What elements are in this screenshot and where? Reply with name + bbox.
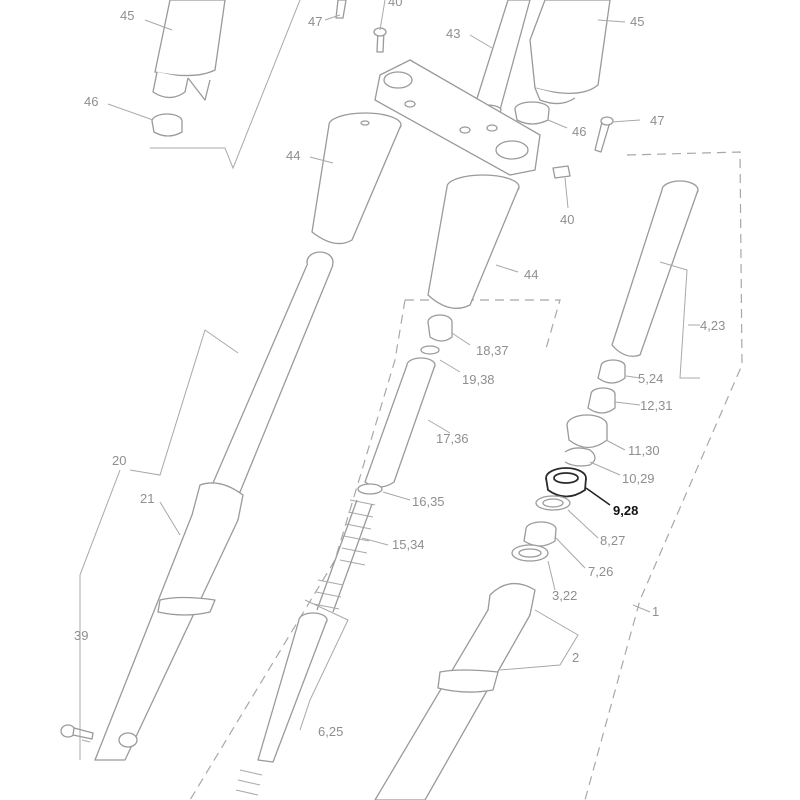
part-17-36-spacer[interactable]: [364, 357, 436, 488]
part-46-collar-right[interactable]: [514, 101, 550, 125]
label-10-29: 10,29: [622, 471, 655, 486]
part-9-28-oil-seal[interactable]: [545, 467, 587, 498]
label-39: 39: [74, 628, 88, 643]
label-6-25: 6,25: [318, 724, 343, 739]
label-15-34: 15,34: [392, 537, 425, 552]
part-45-right[interactable]: [529, 0, 611, 105]
label-20: 20: [112, 453, 126, 468]
part-21-outer-tube[interactable]: [94, 482, 244, 761]
label-46-left: 46: [84, 94, 98, 109]
label-47-right: 47: [650, 113, 664, 128]
label-16-35: 16,35: [412, 494, 445, 509]
part-43-steering-stem[interactable]: [472, 0, 531, 116]
part-4-23-inner-tube[interactable]: [611, 180, 699, 357]
part-11-30-dust-seal[interactable]: [566, 414, 608, 449]
label-45-right: 45: [630, 14, 644, 29]
part-7-26-slide-metal[interactable]: [523, 521, 557, 547]
label-19-38: 19,38: [462, 372, 495, 387]
label-11-30: 11,30: [628, 443, 660, 458]
part-3-22-collar[interactable]: [511, 544, 549, 562]
label-5-24: 5,24: [638, 371, 663, 386]
part-2-outer-tube[interactable]: [374, 583, 536, 800]
assembly-frame-outer: [584, 151, 743, 800]
part-15-34-spring[interactable]: [313, 499, 376, 613]
part-44-cover-left[interactable]: [311, 112, 402, 245]
label-46-right: 46: [572, 124, 586, 139]
part-20-inner-tube[interactable]: [209, 251, 334, 493]
part-45-left[interactable]: [152, 0, 226, 101]
part-47-bolt-right[interactable]: [594, 116, 614, 153]
assembly-frame-left: [189, 299, 406, 800]
part-46-collar-left[interactable]: [151, 113, 183, 137]
label-44-right: 44: [524, 267, 538, 282]
part-44-cover-right[interactable]: [427, 174, 520, 309]
label-43: 43: [446, 26, 460, 41]
label-47-left: 47: [308, 14, 322, 29]
part-47-bolt-left[interactable]: [335, 0, 347, 19]
label-17-36: 17,36: [436, 431, 469, 446]
part-8-27-washer[interactable]: [535, 495, 571, 511]
label-3-22: 3,22: [552, 588, 577, 603]
label-2: 2: [572, 650, 579, 665]
part-10-29-clip[interactable]: [564, 447, 596, 467]
part-18-37-cap-bolt[interactable]: [427, 314, 453, 342]
part-12-31-slide-metal[interactable]: [587, 387, 616, 414]
label-18-37: 18,37: [476, 343, 509, 358]
part-19-38-o-ring[interactable]: [420, 345, 440, 355]
label-45-left: 45: [120, 8, 134, 23]
part-16-35-washer[interactable]: [357, 483, 383, 495]
label-40-bottom: 40: [560, 212, 574, 227]
label-1: 1: [652, 604, 659, 619]
part-39-bolt[interactable]: [60, 724, 94, 740]
label-12-31: 12,31: [640, 398, 673, 413]
label-8-27: 8,27: [600, 533, 625, 548]
part-40-bolt-top[interactable]: [373, 27, 387, 53]
leader-lines: [79, 0, 700, 760]
part-5-24-slide-metal[interactable]: [597, 359, 626, 384]
part-40-bolt-bottom[interactable]: [552, 165, 571, 179]
label-7-26: 7,26: [588, 564, 613, 579]
part-6-25-damper-rod[interactable]: [235, 612, 328, 796]
label-21: 21: [140, 491, 154, 506]
label-40-top: 40: [388, 0, 402, 9]
part-lower-bracket[interactable]: [374, 59, 541, 176]
label-4-23: 4,23: [700, 318, 725, 333]
label-9-28: 9,28: [613, 503, 638, 518]
label-44-left: 44: [286, 148, 300, 163]
